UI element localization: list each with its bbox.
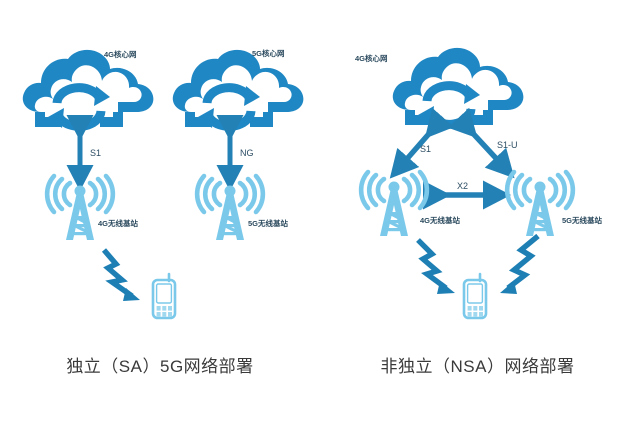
nsa-link-s1-label: S1 (420, 144, 431, 154)
nsa-link-s1u[interactable]: S1-U (447, 107, 518, 179)
nsa-4g-base-station[interactable]: 4G无线基站 (361, 172, 461, 236)
cloud-sync-icon (23, 50, 154, 128)
sa-4g-core-label: 4G核心网 (104, 49, 137, 59)
sa-4g-base-station[interactable]: 4G无线基站 (47, 176, 139, 240)
cell-tower-icon (47, 176, 113, 240)
sa-link-ng-label: NG (240, 148, 254, 158)
lightning-arrowhead-icon (500, 281, 517, 294)
sa-5g-core-cloud[interactable]: 5G核心网 (173, 48, 304, 128)
nsa-link-x2-label: X2 (457, 181, 468, 191)
nsa-4g-core-cloud[interactable]: 4G核心网 (355, 48, 523, 126)
lightning-arrowhead-icon (123, 288, 140, 301)
panel-nsa: 4G核心网 S1 S1-U X2 4G无线基站 (355, 48, 603, 320)
cell-tower-icon (507, 172, 573, 236)
sa-5g-bs-label: 5G无线基站 (248, 218, 289, 228)
lightning-arrowhead-icon (437, 281, 455, 294)
caption-nsa-deployment: 非独立（NSA）网络部署 (380, 357, 575, 376)
cell-tower-icon (197, 176, 263, 240)
cell-tower-icon (361, 172, 427, 236)
nsa-link-s1u-label: S1-U (497, 140, 518, 150)
double-arrow-icon (389, 107, 455, 179)
cloud-sync-icon (393, 48, 524, 126)
sa-4g-bs-label: 4G无线基站 (98, 218, 139, 228)
mobile-phone-icon (151, 272, 177, 320)
lightning-icon (506, 233, 540, 291)
sa-link-ng[interactable]: NG (216, 115, 254, 192)
cloud-sync-icon (173, 50, 304, 128)
caption-sa-deployment: 独立（SA）5G网络部署 (66, 357, 254, 376)
nsa-link-air-4g (416, 238, 455, 294)
lightning-icon (416, 238, 448, 291)
nsa-mobile-phone[interactable] (462, 272, 488, 320)
sa-link-s1-label: S1 (90, 148, 101, 158)
panel-sa: 4G核心网 5G核心网 S1 NG 4G无线基站 (23, 48, 304, 320)
mobile-phone-icon (462, 272, 488, 320)
lightning-icon (101, 248, 134, 299)
nsa-link-s1[interactable]: S1 (389, 107, 455, 179)
nsa-4g-core-label: 4G核心网 (355, 53, 388, 63)
sa-4g-core-cloud[interactable]: 4G核心网 (23, 49, 154, 128)
sa-5g-core-label: 5G核心网 (252, 48, 285, 58)
nsa-link-air-5g (500, 233, 540, 294)
nsa-4g-bs-label: 4G无线基站 (420, 215, 461, 225)
sa-mobile-phone[interactable] (151, 272, 177, 320)
nsa-link-x2[interactable]: X2 (422, 180, 512, 210)
sa-link-air-4g (101, 248, 140, 301)
sa-5g-base-station[interactable]: 5G无线基站 (197, 176, 289, 240)
double-arrow-icon (447, 107, 515, 179)
nsa-5g-bs-label: 5G无线基站 (562, 215, 603, 225)
nsa-5g-base-station[interactable]: 5G无线基站 (507, 172, 603, 236)
sa-link-s1[interactable]: S1 (66, 115, 101, 192)
